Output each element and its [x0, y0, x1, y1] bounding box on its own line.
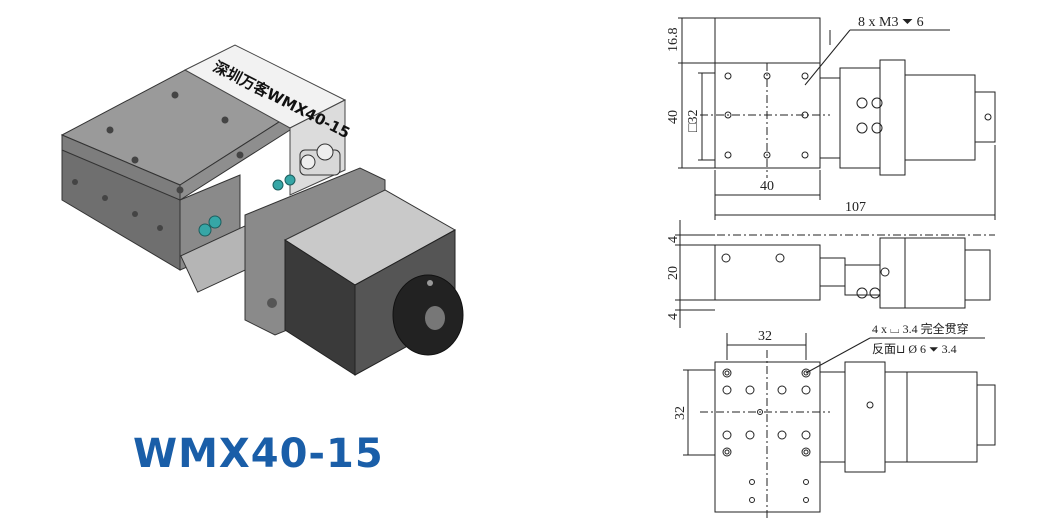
dim-40-width: 40: [760, 179, 774, 194]
dim-4-bottom: 4: [666, 313, 681, 320]
screw-note: 8 x M3 ⏷ 6: [858, 15, 924, 30]
hole-note-line2: 反面⊔ Ø 6 ⏷ 3.4: [872, 342, 957, 356]
dim-107: 107: [845, 200, 866, 215]
dim-4-top: 4: [666, 236, 681, 243]
dim-32-height: 32: [673, 406, 688, 420]
dimension-labels: 16.8 40 □32 40 107 8 x M3 ⏷ 6 4 20 4 32 …: [666, 15, 969, 420]
dim-16-8: 16.8: [666, 28, 681, 53]
product-title: WMX40-15: [133, 431, 384, 477]
top-view: [678, 17, 996, 220]
hole-note-line1: 4 x ⌴ 3.4 完全贯穿: [872, 321, 969, 336]
dim-20: 20: [666, 266, 681, 280]
side-view: [675, 220, 995, 328]
technical-drawing: [675, 17, 996, 520]
bottom-view: [683, 333, 996, 520]
dim-40-height: 40: [666, 110, 681, 124]
dim-32-square: □32: [686, 110, 701, 132]
dim-32-width: 32: [758, 329, 772, 344]
